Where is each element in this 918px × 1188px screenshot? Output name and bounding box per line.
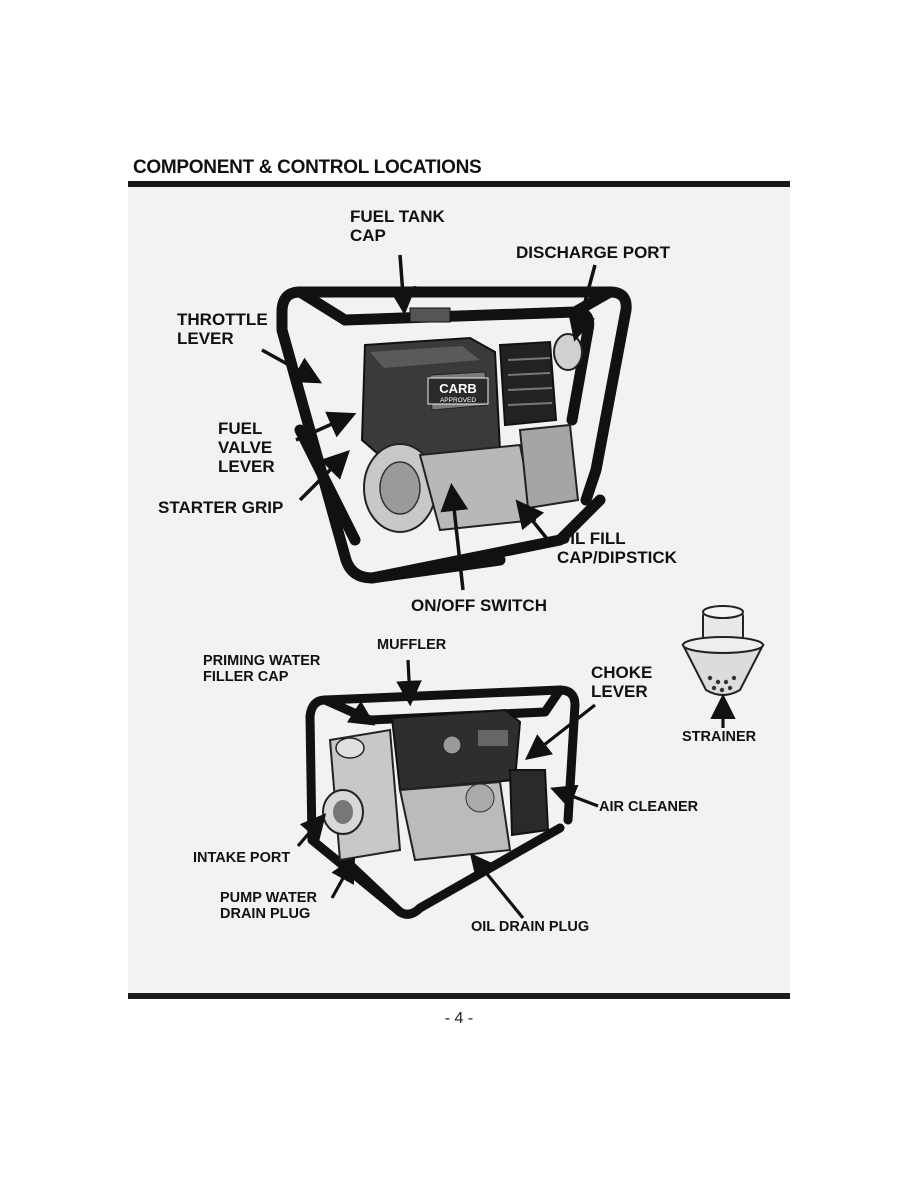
label-intake-port: INTAKE PORT (193, 850, 291, 866)
arrow-discharge-port (567, 264, 597, 342)
label-strainer: STRAINER (682, 729, 757, 745)
bottom-rule (128, 993, 790, 999)
arrow-on-off-switch (440, 483, 469, 591)
page-number: - 4 - (444, 1010, 474, 1027)
label-oil-drain-plug: OIL DRAIN PLUG (471, 919, 590, 935)
top-rule (128, 181, 790, 187)
carb-badge-brand: CARB (439, 381, 477, 396)
arrow-air-cleaner (550, 784, 599, 809)
arrow-oil-fill (515, 499, 550, 542)
label-starter-grip: STARTER GRIP (158, 498, 284, 517)
lower-pump-drawing (305, 685, 580, 919)
arrow-choke-lever (524, 703, 596, 760)
arrow-pump-drain (330, 856, 356, 899)
arrow-starter-grip (298, 450, 350, 502)
arrow-fuel-tank-cap (388, 254, 417, 315)
arrow-throttle-lever (261, 348, 323, 384)
section-heading: COMPONENT & CONTROL LOCATIONS (133, 157, 482, 178)
label-muffler: MUFFLER (377, 637, 447, 653)
label-on-off-switch: ON/OFF SWITCH (411, 596, 547, 615)
arrow-priming-cap (335, 698, 376, 726)
label-discharge-port: DISCHARGE PORT (516, 243, 670, 262)
strainer-drawing (681, 605, 765, 696)
arrow-oil-drain (469, 853, 525, 920)
arrow-muffler (396, 659, 422, 707)
carb-badge-sub: APPROVED (440, 397, 476, 404)
label-air-cleaner: AIR CLEANER (599, 799, 699, 815)
arrow-fuel-valve (295, 411, 357, 442)
arrow-intake-port (296, 813, 327, 848)
upper-pump-drawing (276, 286, 632, 584)
